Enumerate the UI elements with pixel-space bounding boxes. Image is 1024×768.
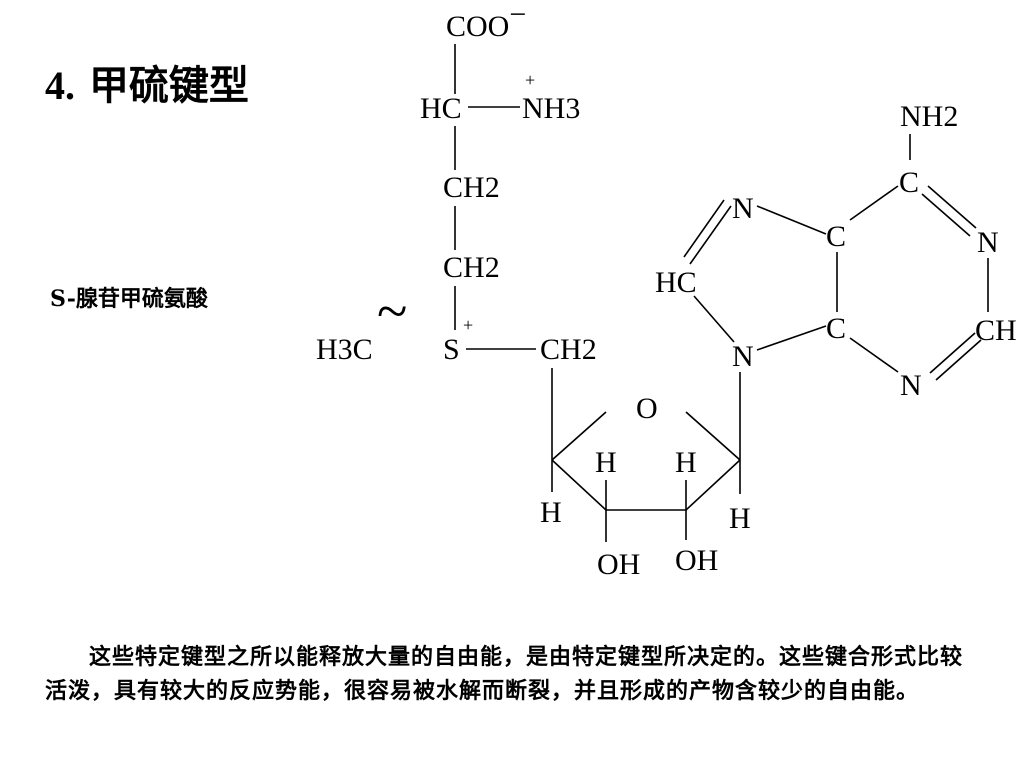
bond-c2-n3-b	[935, 339, 982, 381]
carboxylate-charge: −	[509, 0, 526, 31]
explanation-text: 这些特定键型之所以能释放大量的自由能，是由特定键型所决定的。这些键合形式比较活泼…	[45, 640, 980, 708]
bond-n7-c5	[756, 205, 827, 235]
carboxylate-label: COO	[446, 10, 509, 43]
methylene-2: CH2	[443, 251, 500, 284]
ammonium-charge: +	[525, 70, 535, 90]
bond-n3-c4	[849, 337, 899, 373]
purine-c8: HC	[655, 266, 697, 299]
purine-c2: CH	[975, 314, 1017, 347]
purine-c5: C	[826, 220, 846, 253]
bond-c8-n9	[693, 295, 735, 343]
bond-c4-o	[551, 411, 607, 461]
ammonium-group: NH3	[522, 92, 580, 125]
ammonium-subscript: 3	[565, 92, 580, 125]
hydroxyl-c3: OH	[597, 548, 640, 581]
bond-n9-c4	[756, 325, 827, 351]
methyl-group: H3C	[316, 333, 373, 366]
compound-name-label: S-腺苷甲硫氨酸	[50, 286, 208, 312]
bond-c4-c3	[551, 459, 607, 511]
ammonium-label: NH	[522, 92, 565, 125]
methyl-label: H	[316, 333, 338, 366]
slide-title-number: 4.	[45, 63, 75, 108]
purine-n9: N	[732, 340, 754, 373]
slide-title: 4. 甲硫键型	[45, 58, 249, 114]
bond-c2-c1	[685, 459, 741, 511]
amino-group: NH2	[900, 100, 958, 133]
hydroxyl-c2: OH	[675, 544, 718, 577]
methylene-2-subscript: 2	[485, 251, 500, 284]
alpha-carbon: HC	[420, 92, 462, 125]
bond-o-c1	[685, 411, 741, 461]
amino-label: NH	[900, 100, 943, 133]
ring-oxygen: O	[636, 392, 658, 425]
purine-n3: N	[900, 369, 922, 402]
explanation-paragraph: 这些特定键型之所以能释放大量的自由能，是由特定键型所决定的。这些键合形式比较活泼…	[45, 644, 964, 704]
ribose-h-c2: H	[675, 446, 697, 479]
bond-c8-n7-a	[689, 205, 732, 265]
methylene-1-label: CH	[443, 171, 485, 204]
sulfur-charge: +	[463, 315, 473, 335]
methylene-1: CH2	[443, 171, 500, 204]
ribose-h-c3: H	[595, 446, 617, 479]
purine-c4: C	[826, 312, 846, 345]
carboxylate-group: COO−	[446, 0, 526, 43]
bond-c6-n1-a	[927, 185, 977, 229]
ribose-methylene: CH2	[540, 333, 597, 366]
ribose-methylene-label: CH	[540, 333, 582, 366]
bond-c5-c6	[849, 185, 899, 221]
methyl-suffix: C	[353, 333, 373, 366]
purine-n7: N	[732, 192, 754, 225]
high-energy-bond-symbol: ~	[377, 281, 407, 343]
bond-c2-n3-a	[929, 332, 976, 374]
ribose-h-c1: H	[729, 502, 751, 535]
sam-structure-diagram: COO− HC + NH3 CH2 CH2 H3C ~ S + CH2 O H …	[316, 0, 1017, 581]
bond-c8-n7-b	[683, 199, 725, 258]
slide-title-text: 甲硫键型	[88, 62, 249, 109]
sulfur-atom: S	[443, 333, 460, 366]
ribose-methylene-subscript: 2	[582, 333, 597, 366]
methylene-2-label: CH	[443, 251, 485, 284]
methylene-1-subscript: 2	[485, 171, 500, 204]
ribose-h-c4: H	[540, 496, 562, 529]
bond-c6-n1-b	[921, 193, 971, 237]
methyl-subscript: 3	[338, 333, 353, 366]
purine-c6: C	[899, 166, 919, 199]
amino-subscript: 2	[943, 100, 958, 133]
purine-n1: N	[977, 226, 999, 259]
